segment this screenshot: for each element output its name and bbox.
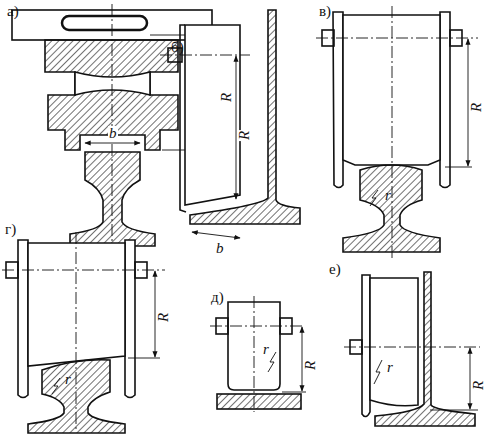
wheel-c bbox=[316, 6, 478, 260]
panel-label: г) bbox=[4, 222, 17, 237]
wheel-d bbox=[2, 232, 165, 433]
contact-radius: r bbox=[64, 372, 72, 387]
radius-dimension: R bbox=[471, 380, 486, 391]
panel-label: д) bbox=[210, 290, 225, 305]
panel-label: б) bbox=[170, 40, 185, 55]
wheel-b bbox=[160, 10, 300, 238]
contact-radius: r bbox=[262, 342, 270, 357]
width-dimension: b bbox=[215, 241, 225, 256]
radius-dimension: R bbox=[469, 102, 484, 113]
width-dimension: b bbox=[108, 126, 118, 141]
panel-label: в) bbox=[318, 4, 332, 19]
panel-label: а) bbox=[6, 4, 20, 19]
panel-label: е) bbox=[328, 262, 342, 277]
contact-radius: r bbox=[384, 188, 392, 203]
radius-dimension: R bbox=[156, 312, 171, 323]
wheel-f bbox=[344, 272, 480, 426]
wheel-e bbox=[210, 296, 306, 412]
radius-dimension: R bbox=[237, 130, 252, 141]
radius-dimension: R bbox=[303, 360, 318, 371]
contact-radius: r bbox=[386, 360, 394, 375]
radius-dimension: R bbox=[219, 92, 234, 103]
